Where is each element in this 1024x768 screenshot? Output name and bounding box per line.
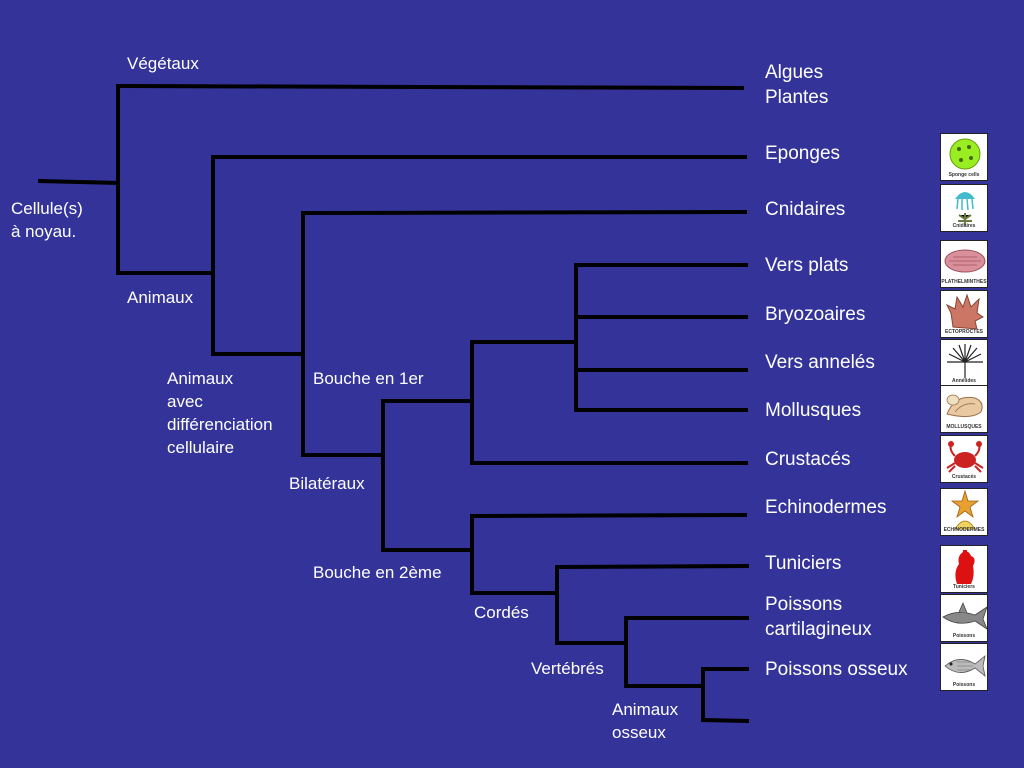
jellyfish-icon	[955, 192, 975, 225]
starfish-icon	[950, 489, 980, 530]
thumbnail-caption: Cnidaires	[952, 223, 976, 229]
branch-root	[37, 178, 121, 186]
annelid-icon	[947, 344, 983, 378]
node-label-bouche-2eme: Bouche en 2ème	[313, 563, 442, 582]
bryozoan-icon	[945, 293, 984, 330]
leaf-label-vers-plats: Vers plats	[765, 255, 849, 276]
thumbnail-bryozoaires: ECTOPROCTES	[940, 290, 988, 338]
leaf-label-tuniciers: Tuniciers	[765, 553, 842, 574]
fish-icon	[944, 655, 986, 677]
thumbnail-caption: Poissons	[952, 633, 976, 639]
leaf-label-mollusques: Mollusques	[765, 400, 862, 421]
thumbnail-mollusques: MOLLUSQUES	[940, 385, 988, 433]
branch-cnidaires	[300, 209, 748, 216]
node-label-cordes: Cordés	[474, 603, 529, 622]
flatworm-icon	[944, 249, 986, 273]
node-label-animaux-differenciation: Animaux avec différenciation cellulaire	[167, 369, 273, 457]
thumbnail-tuniciers: Tuniciers	[940, 545, 988, 593]
leaf-label-bryozoaires: Bryozoaires	[765, 304, 866, 325]
thumbnail-vers-anneles: Annélides	[940, 339, 988, 387]
leaf-label-poissons-osseux: Poissons osseux	[765, 659, 908, 680]
node-label-animaux-osseux: Animaux osseux	[612, 700, 679, 742]
shark-icon	[942, 601, 987, 630]
thumbnail-cnidaires: Cnidaires	[940, 184, 988, 232]
leaf-label-vers-anneles: Vers annelés	[765, 352, 875, 373]
crab-icon	[946, 441, 984, 473]
thumbnail-eponges: Sponge cells	[940, 133, 988, 181]
leaf-label-cnidaires: Cnidaires	[765, 199, 846, 220]
thumbnail-caption: ECHINODERMES	[943, 527, 985, 533]
thumbnail-caption: Tuniciers	[953, 584, 975, 590]
thumbnail-poissons-osseux: Poissons	[940, 643, 988, 691]
node-label-vertebres: Vertébrés	[531, 659, 604, 678]
node-label-vegetaux: Végétaux	[127, 54, 199, 73]
thumbnail-caption: PLATHELMINTHES	[941, 279, 987, 285]
thumbnail-caption: Annélides	[952, 378, 976, 384]
sponge-icon	[949, 138, 981, 170]
branch-tuniciers	[554, 563, 750, 570]
leaf-label-echinodermes: Echinodermes	[765, 497, 887, 518]
tunicate-icon	[955, 550, 975, 584]
node-label-animaux: Animaux	[127, 288, 194, 307]
branch-tetrapodes	[700, 717, 750, 724]
thumbnail-caption: MOLLUSQUES	[946, 424, 982, 430]
node-label-bilateraux: Bilatéraux	[289, 474, 365, 493]
thumbnail-crustaces: Crustacés	[940, 435, 988, 483]
shell-icon	[946, 394, 983, 418]
node-label-bouche-1er: Bouche en 1er	[313, 369, 424, 388]
thumbnail-poissons-cartilagineux: Poissons	[940, 594, 988, 642]
thumbnail-caption: Crustacés	[951, 474, 977, 480]
thumbnail-echinodermes: ECHINODERMES	[940, 488, 988, 536]
leaf-label-eponges: Eponges	[765, 143, 841, 164]
leaf-label-crustaces: Crustacés	[765, 449, 851, 470]
leaf-label-poissons-cartilagineux: Poissons cartilagineux	[765, 594, 872, 640]
thumbnail-vers-plats: PLATHELMINTHES	[940, 240, 988, 288]
thumbnail-caption: Sponge cells	[948, 172, 980, 178]
thumbnail-caption: Poissons	[952, 682, 976, 688]
branch-echinodermes	[469, 512, 748, 519]
branch-vegetaux	[115, 83, 745, 91]
leaf-label-algues-plantes: Algues Plantes	[765, 62, 829, 108]
thumbnail-caption: ECTOPROCTES	[945, 329, 983, 335]
root-label: Cellule(s) à noyau.	[11, 199, 83, 241]
